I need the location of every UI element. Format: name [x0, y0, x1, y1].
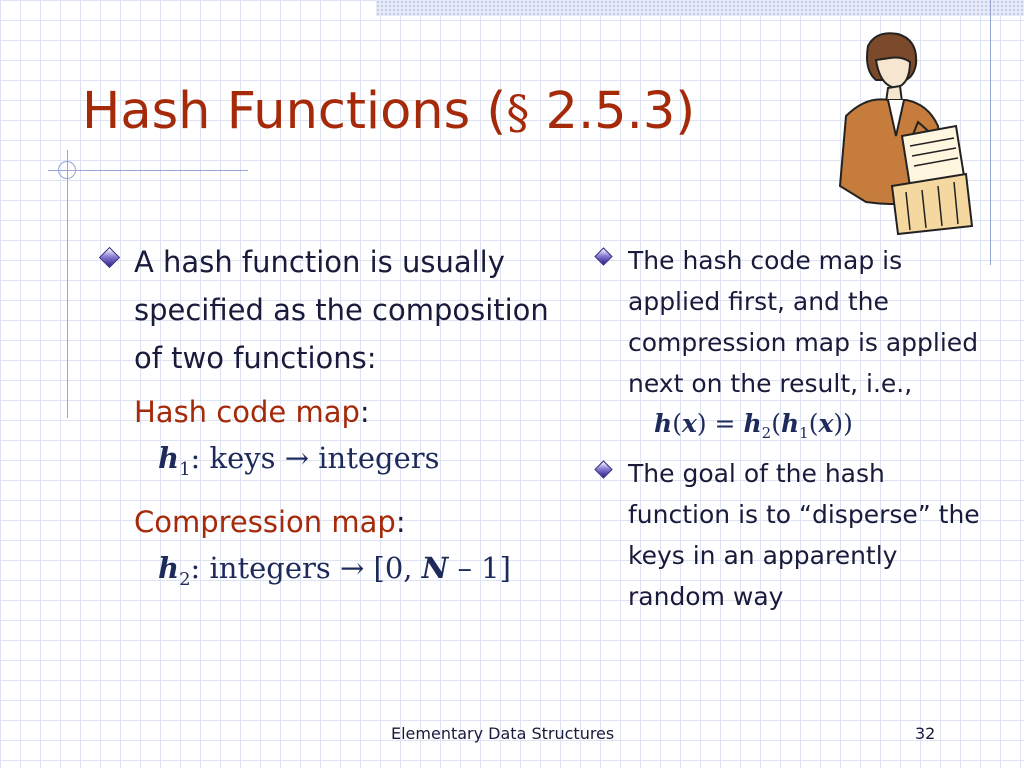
woman-filing-clipart: [838, 32, 974, 236]
compression-map-label: Compression map:: [134, 504, 406, 539]
bullet-text: A hash function is usually specified as …: [134, 245, 549, 375]
title-text: Hash Functions (: [82, 82, 507, 141]
bullet-goal: The goal of the hash function is to “dis…: [588, 453, 983, 617]
slide-title: Hash Functions (§ 2.5.3): [82, 82, 695, 141]
compression-map-formula: h2: integers → [0, N – 1]: [158, 550, 511, 590]
right-column: The hash code map is applied first, and …: [588, 240, 983, 617]
left-column: A hash function is usually specified as …: [92, 238, 562, 602]
bullet-hash-function: A hash function is usually specified as …: [92, 238, 562, 382]
composition-formula: h(x) = h2(h1(x)): [654, 409, 853, 442]
hash-code-map: Hash code map: h1: keys → integers: [92, 388, 562, 492]
bullet-composition: The hash code map is applied first, and …: [588, 240, 983, 404]
page-number: 32: [915, 724, 936, 743]
hash-code-map-label: Hash code map:: [134, 395, 370, 429]
left-decorative-line: [67, 150, 68, 418]
section-symbol: §: [506, 85, 530, 139]
diamond-bullet-icon: [594, 460, 613, 479]
decorative-circle: [58, 161, 76, 179]
diamond-bullet-icon: [594, 247, 613, 266]
hash-code-map-formula: h1: keys → integers: [158, 441, 440, 480]
diamond-bullet-icon: [98, 246, 121, 269]
bullet-text: The goal of the hash function is to “dis…: [628, 459, 980, 611]
compression-map: Compression map: h2: integers → [0, N – …: [92, 498, 562, 602]
title-number: 2.5.3): [529, 82, 696, 141]
footer-title: Elementary Data Structures: [391, 724, 615, 743]
top-decorative-band: [376, 0, 1024, 16]
title-underline: [48, 170, 248, 171]
right-decorative-line: [990, 0, 991, 265]
bullet-text: The hash code map is applied first, and …: [628, 246, 979, 398]
